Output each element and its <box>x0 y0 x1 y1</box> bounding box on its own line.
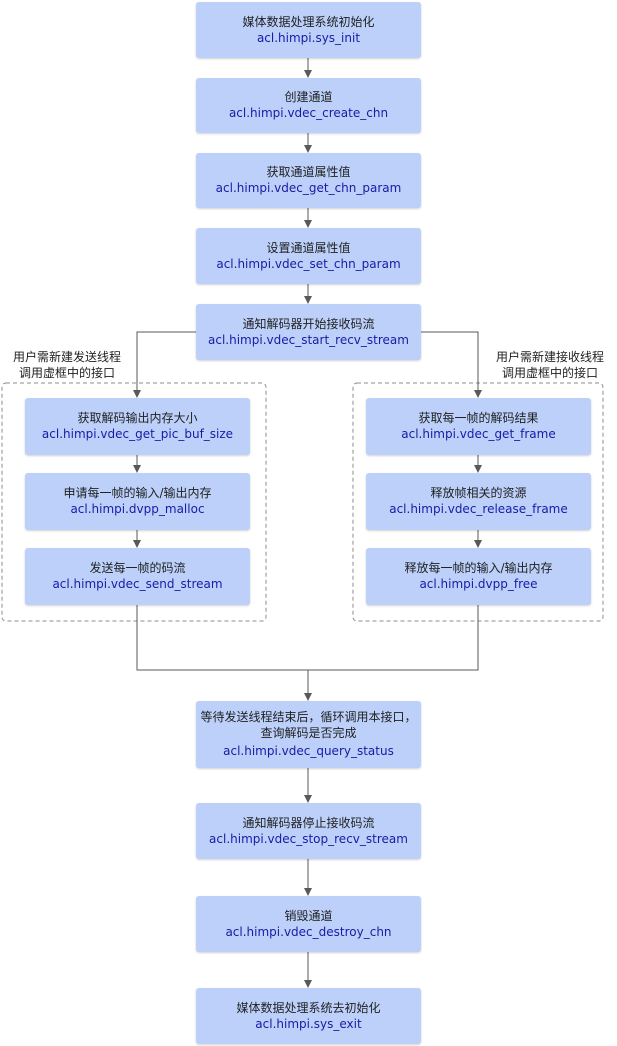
node-query-status: 等待发送线程结束后，循环调用本接口， 查询解码是否完成 acl.himpi.vd… <box>196 701 421 768</box>
node-title: 通知解码器开始接收码流 <box>242 316 375 331</box>
node-release-frame: 释放帧相关的资源 acl.himpi.vdec_release_frame <box>366 473 591 530</box>
node-api: acl.himpi.dvpp_malloc <box>70 502 205 516</box>
node-title: 获取每一帧的解码结果 <box>418 411 539 425</box>
recv-thread-label-line1: 用户需新建接收线程 <box>495 350 604 364</box>
node-api: acl.himpi.vdec_stop_recv_stream <box>209 831 408 846</box>
node-api: acl.himpi.vdec_create_chn <box>228 106 389 120</box>
node-title-line2: 查询解码是否完成 <box>260 726 357 740</box>
node-title: 发送每一帧的码流 <box>89 561 186 575</box>
node-title: 媒体数据处理系统初始化 <box>242 14 375 29</box>
node-title: 申请每一帧的输入/输出内存 <box>63 486 212 500</box>
node-title: 通知解码器停止接收码流 <box>242 815 375 830</box>
node-api: acl.himpi.vdec_set_chn_param <box>216 256 401 271</box>
node-sys-exit: 媒体数据处理系统去初始化 acl.himpi.sys_exit <box>196 988 421 1044</box>
node-title: 等待发送线程结束后，循环调用本接口， <box>200 710 417 724</box>
node-dvpp-free: 释放每一帧的输入/输出内存 acl.himpi.dvpp_free <box>366 548 591 605</box>
node-send-stream: 发送每一帧的码流 acl.himpi.vdec_send_stream <box>25 548 250 605</box>
node-create-chn: 创建通道 acl.himpi.vdec_create_chn <box>196 78 421 133</box>
node-dvpp-malloc: 申请每一帧的输入/输出内存 acl.himpi.dvpp_malloc <box>25 473 250 530</box>
node-get-pic-buf-size: 获取解码输出内存大小 acl.himpi.vdec_get_pic_buf_si… <box>25 398 250 455</box>
send-thread-label-line1: 用户需新建发送线程 <box>12 350 121 364</box>
node-api: acl.himpi.vdec_get_pic_buf_size <box>41 427 234 441</box>
node-title: 设置通道属性值 <box>266 240 351 255</box>
node-api: acl.himpi.vdec_get_chn_param <box>215 181 402 195</box>
node-title: 获取解码输出内存大小 <box>77 411 198 425</box>
node-stop-recv-stream: 通知解码器停止接收码流 acl.himpi.vdec_stop_recv_str… <box>196 803 421 859</box>
node-title: 获取通道属性值 <box>266 165 351 179</box>
node-api: acl.himpi.vdec_send_stream <box>52 577 223 591</box>
edge-5-left <box>133 331 196 398</box>
node-title: 销毁通道 <box>284 908 333 923</box>
node-start-recv-stream: 通知解码器开始接收码流 acl.himpi.vdec_start_recv_st… <box>196 304 421 360</box>
node-api: acl.himpi.vdec_query_status <box>223 744 394 758</box>
node-api: acl.himpi.sys_init <box>256 30 361 45</box>
node-get-frame: 获取每一帧的解码结果 acl.himpi.vdec_get_frame <box>366 398 591 455</box>
node-title: 释放每一帧的输入/输出内存 <box>404 561 553 575</box>
node-set-chn-param: 设置通道属性值 acl.himpi.vdec_set_chn_param <box>196 228 421 284</box>
node-title: 释放帧相关的资源 <box>430 486 527 500</box>
send-thread-label-line2: 调用虚框中的接口 <box>18 366 115 380</box>
node-api: acl.himpi.vdec_destroy_chn <box>225 924 392 939</box>
edge-5-right <box>421 331 482 398</box>
node-destroy-chn: 销毁通道 acl.himpi.vdec_destroy_chn <box>196 896 421 952</box>
recv-thread-label-line2: 调用虚框中的接口 <box>501 366 598 380</box>
recv-thread-label: 用户需新建接收线程 调用虚框中的接口 <box>485 349 615 381</box>
node-api: acl.himpi.vdec_start_recv_stream <box>208 332 409 347</box>
node-get-chn-param: 获取通道属性值 acl.himpi.vdec_get_chn_param <box>196 153 421 208</box>
edge-left-merge <box>136 605 479 671</box>
node-api: acl.himpi.vdec_release_frame <box>389 502 568 516</box>
send-thread-dashed-box <box>1 382 267 622</box>
node-title: 创建通道 <box>284 90 333 104</box>
node-title: 媒体数据处理系统去初始化 <box>236 1000 381 1015</box>
node-api: acl.himpi.dvpp_free <box>419 577 538 591</box>
node-api: acl.himpi.vdec_get_frame <box>401 427 556 441</box>
send-thread-label: 用户需新建发送线程 调用虚框中的接口 <box>2 349 132 381</box>
node-sys-init: 媒体数据处理系统初始化 acl.himpi.sys_init <box>196 2 421 58</box>
node-api: acl.himpi.sys_exit <box>255 1016 362 1031</box>
